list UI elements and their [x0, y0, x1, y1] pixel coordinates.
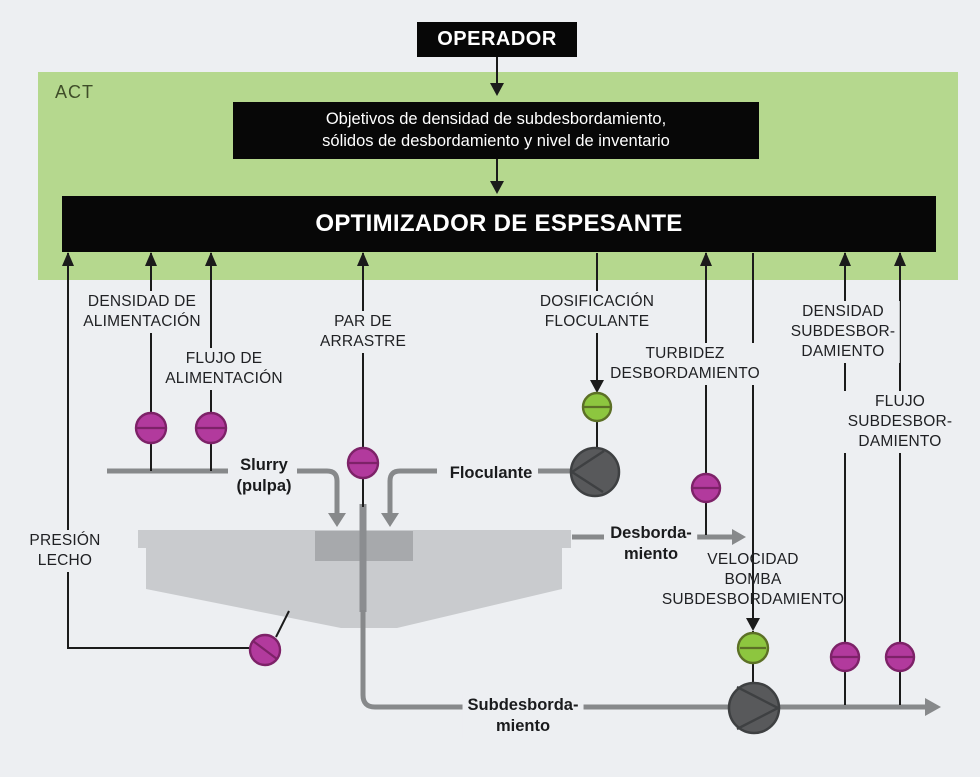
- arrow-up-densidad-sub-icon: [839, 252, 851, 266]
- slurry-inlet-pipe: [297, 468, 340, 515]
- arrow-up-par-icon: [357, 252, 369, 266]
- valve-dosificacion-icon: [581, 391, 613, 423]
- sensor-presion-lecho-icon: [248, 633, 282, 667]
- objectives-line2: sólidos de desbordamiento y nivel de inv…: [322, 131, 670, 150]
- operator-label: OPERADOR: [437, 28, 557, 50]
- arrow-up-turbidez-icon: [700, 252, 712, 266]
- underflow-pump-icon: [727, 681, 781, 735]
- underflow-pipe-left: [360, 610, 466, 710]
- arrow-up-flujo-alim-icon: [205, 252, 217, 266]
- label-dosificacion-floculante: DOSIFICACIÓN FLOCULANTE: [535, 291, 659, 334]
- label-velocidad-bomba: VELOCIDAD BOMBA SUBDESBORDAMIENTO: [661, 551, 845, 609]
- floculant-inlet-arrow-icon: [381, 513, 399, 527]
- label-flujo-alimentacion: FLUJO DE ALIMENTACIÓN: [161, 348, 287, 391]
- floculant-inlet-pipe: [387, 468, 437, 515]
- objectives-box: Objetivos de densidad de subdesbordamien…: [233, 102, 759, 159]
- pipe-arrowheads: [328, 513, 941, 716]
- label-flujo-subdesbordamiento: FLUJO SUBDESBOR- DAMIENTO: [843, 391, 957, 454]
- arrow-down-velocidad-icon: [746, 618, 760, 631]
- signal-arrowheads: [62, 83, 906, 631]
- label-densidad-alimentacion: DENSIDAD DE ALIMENTACIÓN: [79, 291, 205, 334]
- sensor-turbidez-icon: [690, 472, 722, 504]
- underflow-arrow-icon: [925, 698, 941, 716]
- pipes: [107, 468, 925, 710]
- sensor-par-arrastre-icon: [346, 446, 380, 480]
- slurry-inlet-arrow-icon: [328, 513, 346, 527]
- arrow-down-optimizer-icon: [490, 181, 504, 194]
- optimizer-label: OPTIMIZADOR DE ESPESANTE: [315, 210, 683, 237]
- arrow-up-flujo-sub-icon: [894, 252, 906, 266]
- label-turbidez-desbordamiento: TURBIDEZ DESBORDAMIENTO: [606, 343, 764, 386]
- sensor-densidad-subdesbordamiento-icon: [829, 641, 861, 673]
- sensor-flujo-alimentacion-icon: [194, 411, 228, 445]
- label-presion-lecho: PRESIÓN LECHO: [25, 530, 105, 573]
- presion-sensor-tap: [275, 610, 290, 638]
- arrow-down-objectives-icon: [490, 83, 504, 96]
- objectives-line1: Objetivos de densidad de subdesbordamien…: [325, 109, 667, 128]
- arrow-up-presion-icon: [62, 252, 74, 266]
- operator-box: OPERADOR: [417, 22, 577, 57]
- valve-velocidad-bomba-icon: [736, 631, 770, 665]
- label-slurry: Slurry (pulpa): [231, 454, 297, 499]
- label-floculante: Floculante: [444, 462, 538, 486]
- label-desbordamiento: Desborda- miento: [605, 522, 697, 567]
- label-par-arrastre: PAR DE ARRASTRE: [315, 311, 411, 354]
- floculant-pump-icon: [569, 446, 621, 498]
- label-densidad-subdesbordamiento: DENSIDAD SUBDESBOR- DAMIENTO: [786, 301, 900, 364]
- act-panel-label: ACT: [55, 82, 94, 102]
- arrow-up-densidad-alim-icon: [145, 252, 157, 266]
- optimizer-box: OPTIMIZADOR DE ESPESANTE: [62, 196, 936, 252]
- sensor-densidad-alimentacion-icon: [134, 411, 168, 445]
- overflow-arrow-icon: [732, 529, 746, 545]
- sensor-flujo-subdesbordamiento-icon: [884, 641, 916, 673]
- label-subdesbordamiento: Subdesborda- miento: [462, 694, 584, 739]
- presion-lecho-line: [67, 253, 249, 649]
- thickener-tank: [138, 504, 571, 628]
- arrow-down-dosificacion-icon: [590, 380, 604, 393]
